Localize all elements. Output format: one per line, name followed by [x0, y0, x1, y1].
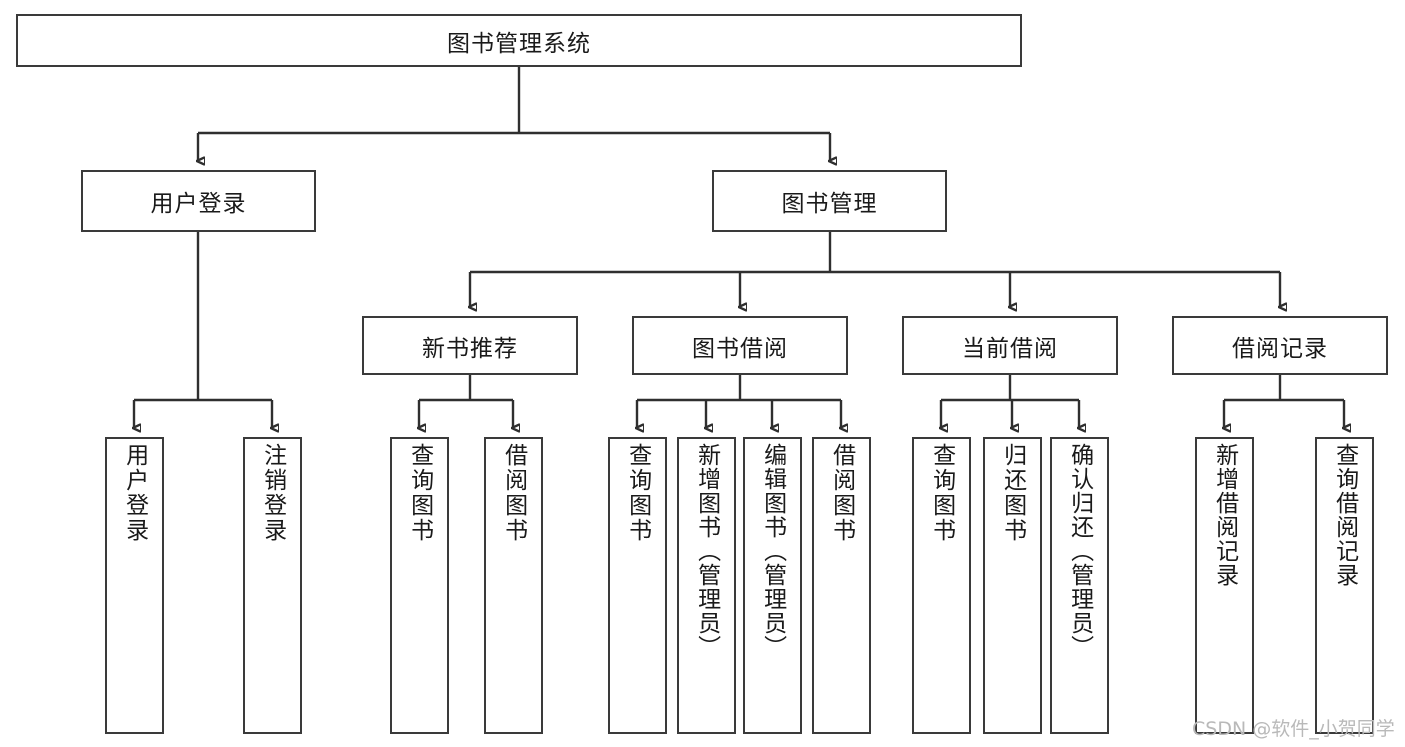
node-user-login[interactable]: 用户登录	[81, 170, 316, 232]
leaf-user-login-login[interactable]: 用户登录	[105, 437, 164, 734]
leaf-user-login-logout[interactable]: 注销登录	[243, 437, 302, 734]
leaf-current-return-book[interactable]: 归还图书	[983, 437, 1042, 734]
leaf-recommend-borrow-book[interactable]: 借阅图书	[484, 437, 543, 734]
leaf-current-confirm-return-admin[interactable]: 确认归还（管理员）	[1050, 437, 1109, 734]
leaf-borrow-query-book[interactable]: 查询图书	[608, 437, 667, 734]
leaf-borrow-edit-book-admin[interactable]: 编辑图书（管理员）	[743, 437, 802, 734]
node-borrow-record[interactable]: 借阅记录	[1172, 316, 1388, 375]
node-book-management[interactable]: 图书管理	[712, 170, 947, 232]
node-current-borrow[interactable]: 当前借阅	[902, 316, 1118, 375]
leaf-current-query-book[interactable]: 查询图书	[912, 437, 971, 734]
node-book-borrow[interactable]: 图书借阅	[632, 316, 848, 375]
node-root-system[interactable]: 图书管理系统	[16, 14, 1022, 67]
node-new-book-recommend[interactable]: 新书推荐	[362, 316, 578, 375]
leaf-record-query-record[interactable]: 查询借阅记录	[1315, 437, 1374, 734]
leaf-record-add-record[interactable]: 新增借阅记录	[1195, 437, 1254, 734]
leaf-borrow-borrow-book[interactable]: 借阅图书	[812, 437, 871, 734]
leaf-borrow-add-book-admin[interactable]: 新增图书（管理员）	[677, 437, 736, 734]
leaf-recommend-query-book[interactable]: 查询图书	[390, 437, 449, 734]
